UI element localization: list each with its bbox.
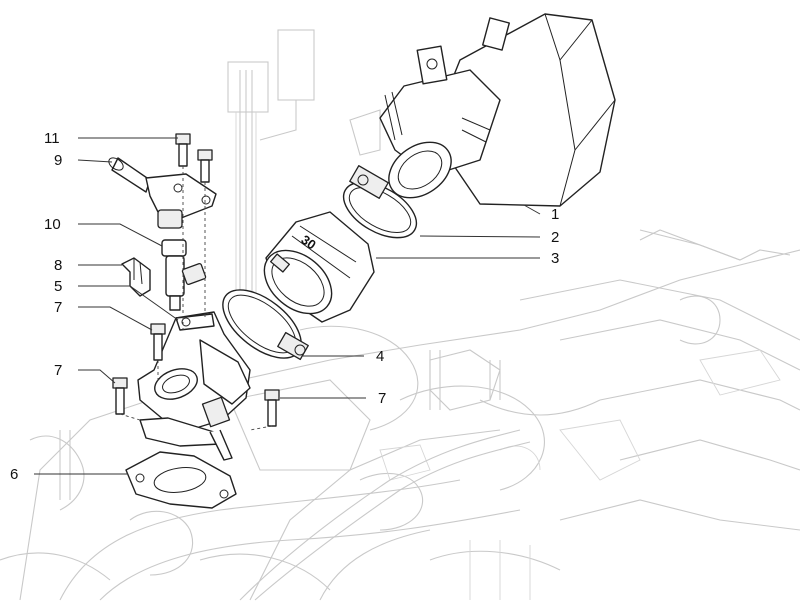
callout-3: 3 [551, 250, 559, 267]
callout-5: 5 [54, 278, 62, 295]
callout-11: 11 [44, 130, 60, 147]
injector-clip [121, 257, 151, 297]
bolt-left [112, 377, 128, 415]
bolt-upper [150, 323, 166, 361]
callout-6: 6 [10, 466, 18, 483]
callout-7-right: 7 [378, 390, 386, 407]
injector-rail [108, 157, 217, 229]
leader-lines [34, 137, 541, 475]
throttle-body [379, 13, 616, 207]
gasket [125, 451, 237, 509]
engine-background [0, 29, 800, 601]
callout-4: 4 [376, 348, 384, 365]
callout-10: 10 [44, 216, 61, 233]
callout-8: 8 [54, 257, 62, 274]
intake-sleeve-marking: 30 [298, 232, 318, 253]
callout-2: 2 [551, 229, 559, 246]
callout-7-left: 7 [54, 362, 62, 379]
assembly-lines [119, 166, 273, 431]
hose-clamp-upper [342, 165, 418, 239]
intake-sleeve: 30 [263, 211, 375, 323]
hose-clamp-lower [222, 289, 309, 361]
intake-manifold [137, 311, 251, 461]
callout-1: 1 [551, 206, 559, 223]
bolt-right [264, 389, 280, 427]
callout-9: 9 [54, 152, 62, 169]
screws-top [175, 133, 213, 183]
callout-7-upper: 7 [54, 299, 62, 316]
callout-labels: 1 2 3 4 5 6 7 7 7 8 9 10 11 [10, 130, 559, 483]
fuel-injector [161, 239, 207, 311]
